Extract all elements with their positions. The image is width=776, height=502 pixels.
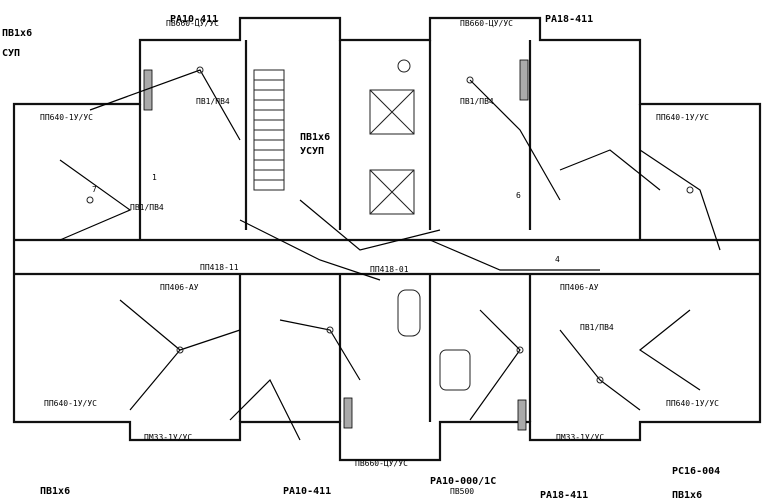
label-num-1: 1 — [152, 173, 157, 182]
label-pv-bottom-left: ПВ1х6 — [40, 486, 70, 497]
label-pc-bottom-right: PC16-004 — [672, 466, 720, 477]
label-shaft-bottom: ПВ660-ЦУ/УС — [355, 459, 408, 468]
label-pa-bottom-center: PA10-000/1С — [430, 476, 496, 487]
staircase — [253, 69, 285, 191]
label-switch-3: ПВ1/ПВ4 — [580, 323, 614, 332]
label-switch-2: ПВ1/ПВ4 — [460, 97, 494, 106]
label-sup-top-left: СУП — [2, 48, 20, 59]
elevator-shafts — [369, 59, 415, 215]
label-floor-l: ПП640-1У/УС — [44, 399, 97, 408]
label-room-mr: ПП406-АУ — [560, 283, 599, 292]
label-sup-center: УСУП — [300, 146, 324, 157]
wiring-lines — [59, 69, 721, 441]
label-num-2: 4 — [555, 255, 560, 264]
label-shaft-top-left: ПВ660-ЦУ/УС — [166, 19, 219, 28]
label-pv-center: ПВ1х6 — [300, 132, 330, 143]
label-pa-bottom-left: PA10-411 — [283, 486, 331, 497]
label-num-4: 7 — [92, 185, 97, 194]
label-pa-bottom-right: PA18-411 — [540, 490, 588, 501]
label-pv500: ПВ500 — [450, 487, 474, 496]
label-num-3: 6 — [516, 191, 521, 200]
label-center-r: ПП418-01 — [370, 265, 409, 274]
label-switch-4: ПВ1/ПВ4 — [130, 203, 164, 212]
label-room-br: ПМ33-1У/УС — [556, 433, 604, 442]
label-room-tr: ПП640-1У/УС — [656, 113, 709, 122]
light-fixtures — [86, 66, 694, 384]
building-walls — [12, 16, 762, 462]
label-room-ml: ПП406-АУ — [160, 283, 199, 292]
label-pa-top-left: PA10-411 — [170, 14, 218, 25]
plan-labels: PA10-411 PA18-411 PA10-411 PA10-000/1С P… — [2, 14, 720, 501]
label-shaft-top-right: ПВ660-ЦУ/УС — [460, 19, 513, 28]
label-switch-1: ПВ1/ПВ4 — [196, 97, 230, 106]
label-room-bl: ПМ33-1У/УС — [144, 433, 192, 442]
label-center-l: ПП418-11 — [200, 263, 239, 272]
label-pv-top-left: ПВ1х6 — [2, 28, 32, 39]
label-floor-r: ПП640-1У/УС — [666, 399, 719, 408]
label-pv-bottom-right: ПВ1х6 — [672, 490, 702, 501]
label-pa-top-right: PA18-411 — [545, 14, 593, 25]
label-room-tl: ПП640-1У/УС — [40, 113, 93, 122]
bathtubs — [397, 289, 471, 391]
